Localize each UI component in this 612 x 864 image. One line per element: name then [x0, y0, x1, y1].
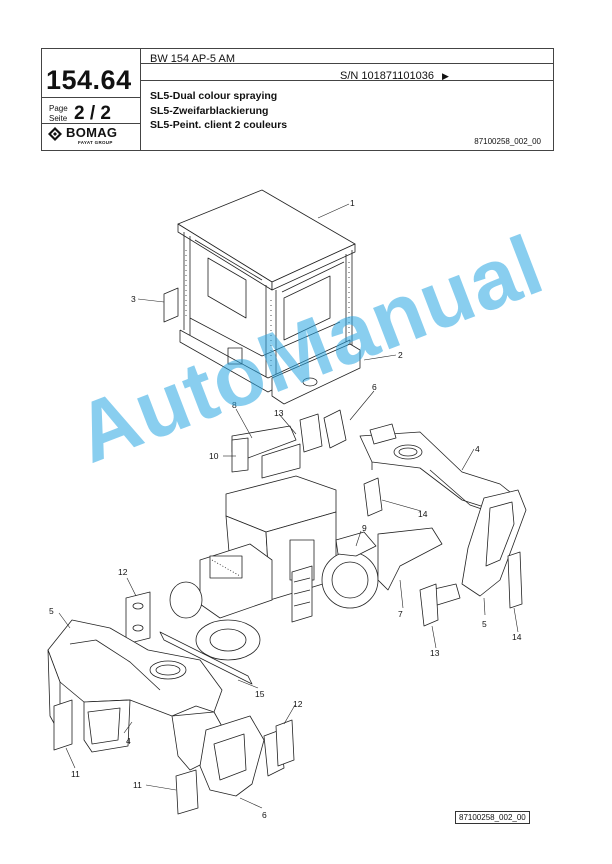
header-rule [140, 63, 553, 64]
bracket-11b [175, 769, 199, 815]
machine-body [169, 475, 379, 661]
callout-labels: 1 2 3 4 4 5 5 6 6 7 8 9 10 11 11 12 12 1… [49, 198, 522, 820]
page-count: 2 / 2 [74, 103, 111, 124]
cab-bracket [163, 287, 179, 323]
header-rule [140, 80, 553, 81]
footer-doc-number: 87100258_002_00 [455, 811, 530, 824]
callout-10: 10 [209, 451, 219, 461]
cabin-lower-panel [227, 343, 361, 405]
callout-15: 15 [255, 689, 265, 699]
bomag-logo: BOMAG FAYAT GROUP [48, 125, 136, 148]
title-en: SL5-Dual colour spraying [150, 90, 278, 102]
logo-subtitle: FAYAT GROUP [78, 140, 113, 145]
callout-11-left: 11 [71, 769, 80, 779]
upper-plates [231, 409, 347, 479]
side-panel [377, 527, 443, 591]
callout-9: 9 [362, 523, 367, 533]
callout-14-right: 14 [512, 632, 522, 642]
callout-4-upper: 4 [475, 444, 480, 454]
bracket-14b [507, 551, 523, 609]
callout-6-lower: 6 [262, 810, 267, 820]
title-fr: SL5-Peint. client 2 couleurs [150, 119, 288, 131]
callout-4-lower: 4 [126, 736, 131, 746]
callout-7: 7 [398, 609, 403, 619]
bomag-logo-icon [48, 127, 62, 141]
page-number: 154.64 [46, 65, 132, 95]
bracket-14a [363, 477, 383, 517]
bracket-13 [419, 583, 439, 627]
serial-text: S/N 101871101036 [340, 70, 434, 82]
bar-15 [159, 631, 253, 685]
callout-5-right: 5 [482, 619, 487, 629]
callout-14-left: 14 [418, 509, 428, 519]
logo-name: BOMAG [66, 125, 118, 140]
callout-12-lower: 12 [293, 699, 303, 709]
callout-2: 2 [398, 350, 403, 360]
callout-13-lower: 13 [430, 648, 440, 658]
title-de: SL5-Zweifarblackierung [150, 104, 269, 117]
page-title: SL5-Dual colour spraying SL5-Zweifarblac… [150, 89, 287, 133]
callout-12-upper: 12 [118, 567, 128, 577]
serial-arrow-icon[interactable]: ▶ [442, 71, 449, 81]
bracket-12a [125, 591, 151, 645]
bracket-12b [275, 719, 295, 767]
callout-1: 1 [350, 198, 355, 208]
front-frame-right [359, 423, 521, 518]
doc-number: 87100258_002_00 [474, 137, 541, 146]
callout-13-upper: 13 [274, 408, 284, 418]
callout-8: 8 [232, 400, 237, 410]
model-name: BW 154 AP-5 AM [150, 53, 235, 65]
header-block: BW 154 AP-5 AM S/N 101871101036 ▶ SL5-Dua… [41, 48, 554, 151]
leader-lines [58, 203, 519, 809]
rear-frame-left [199, 715, 285, 797]
callout-11-right: 11 [133, 780, 142, 790]
page-label-de: Seite [49, 113, 68, 123]
page-label-en: Page [49, 104, 68, 113]
callout-6-upper: 6 [372, 382, 377, 392]
page-label: Page Seite [49, 104, 68, 123]
callout-5-left: 5 [49, 606, 54, 616]
header-divider [140, 49, 141, 150]
header-rule [42, 123, 140, 124]
header-rule [42, 97, 140, 98]
serial-number: S/N 101871101036 ▶ [340, 70, 449, 82]
bracket-11a [53, 699, 73, 751]
callout-3: 3 [131, 294, 136, 304]
